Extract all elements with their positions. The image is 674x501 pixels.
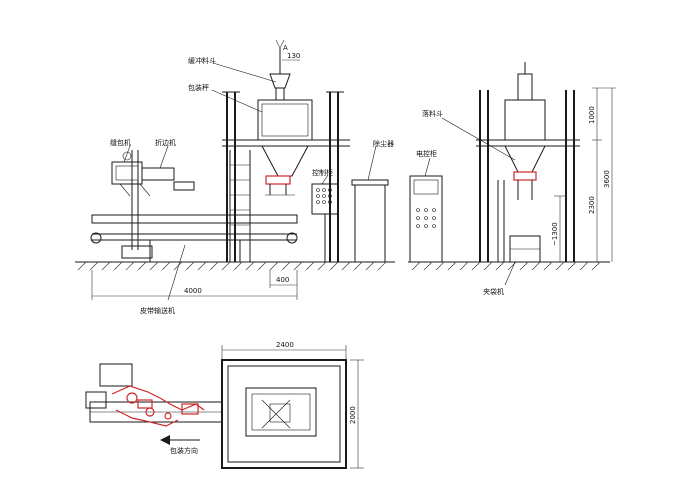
label-bag-sewer: 缝包机 bbox=[110, 138, 131, 147]
dim-plan-width: 2400 bbox=[276, 341, 294, 349]
label-surge-hopper: 缓冲料斗 bbox=[188, 56, 216, 65]
plan-view bbox=[85, 345, 364, 469]
dim-feed-a: A bbox=[283, 44, 288, 52]
label-bag-clamp: 夹袋机 bbox=[483, 287, 504, 296]
dim-height-top: 1000 bbox=[588, 106, 596, 124]
dim-height-mid: 2300 bbox=[588, 196, 596, 214]
label-folding-machine: 折边机 bbox=[155, 138, 176, 147]
label-bag-direction: 包装方向 bbox=[170, 446, 198, 455]
dim-inlet-width: 130 bbox=[287, 52, 300, 60]
label-control-panel: 电控柜 bbox=[416, 149, 437, 158]
dim-plan-depth: 2000 bbox=[349, 406, 357, 424]
dim-height-bottom: ~1300 bbox=[551, 222, 559, 246]
dim-offset: 400 bbox=[276, 276, 289, 284]
label-dust-collector: 除尘器 bbox=[373, 139, 394, 148]
dim-height-total: 3600 bbox=[603, 170, 611, 188]
label-belt-conveyor: 皮带输送机 bbox=[140, 306, 175, 315]
dim-conveyor-length: 4000 bbox=[184, 287, 202, 295]
label-weigher: 包装秤 bbox=[188, 83, 209, 92]
label-control-cabinet-side: 控制柜 bbox=[312, 168, 333, 177]
front-elevation bbox=[75, 39, 395, 301]
label-feed-hopper: 落料斗 bbox=[422, 109, 443, 118]
side-elevation bbox=[408, 62, 616, 286]
